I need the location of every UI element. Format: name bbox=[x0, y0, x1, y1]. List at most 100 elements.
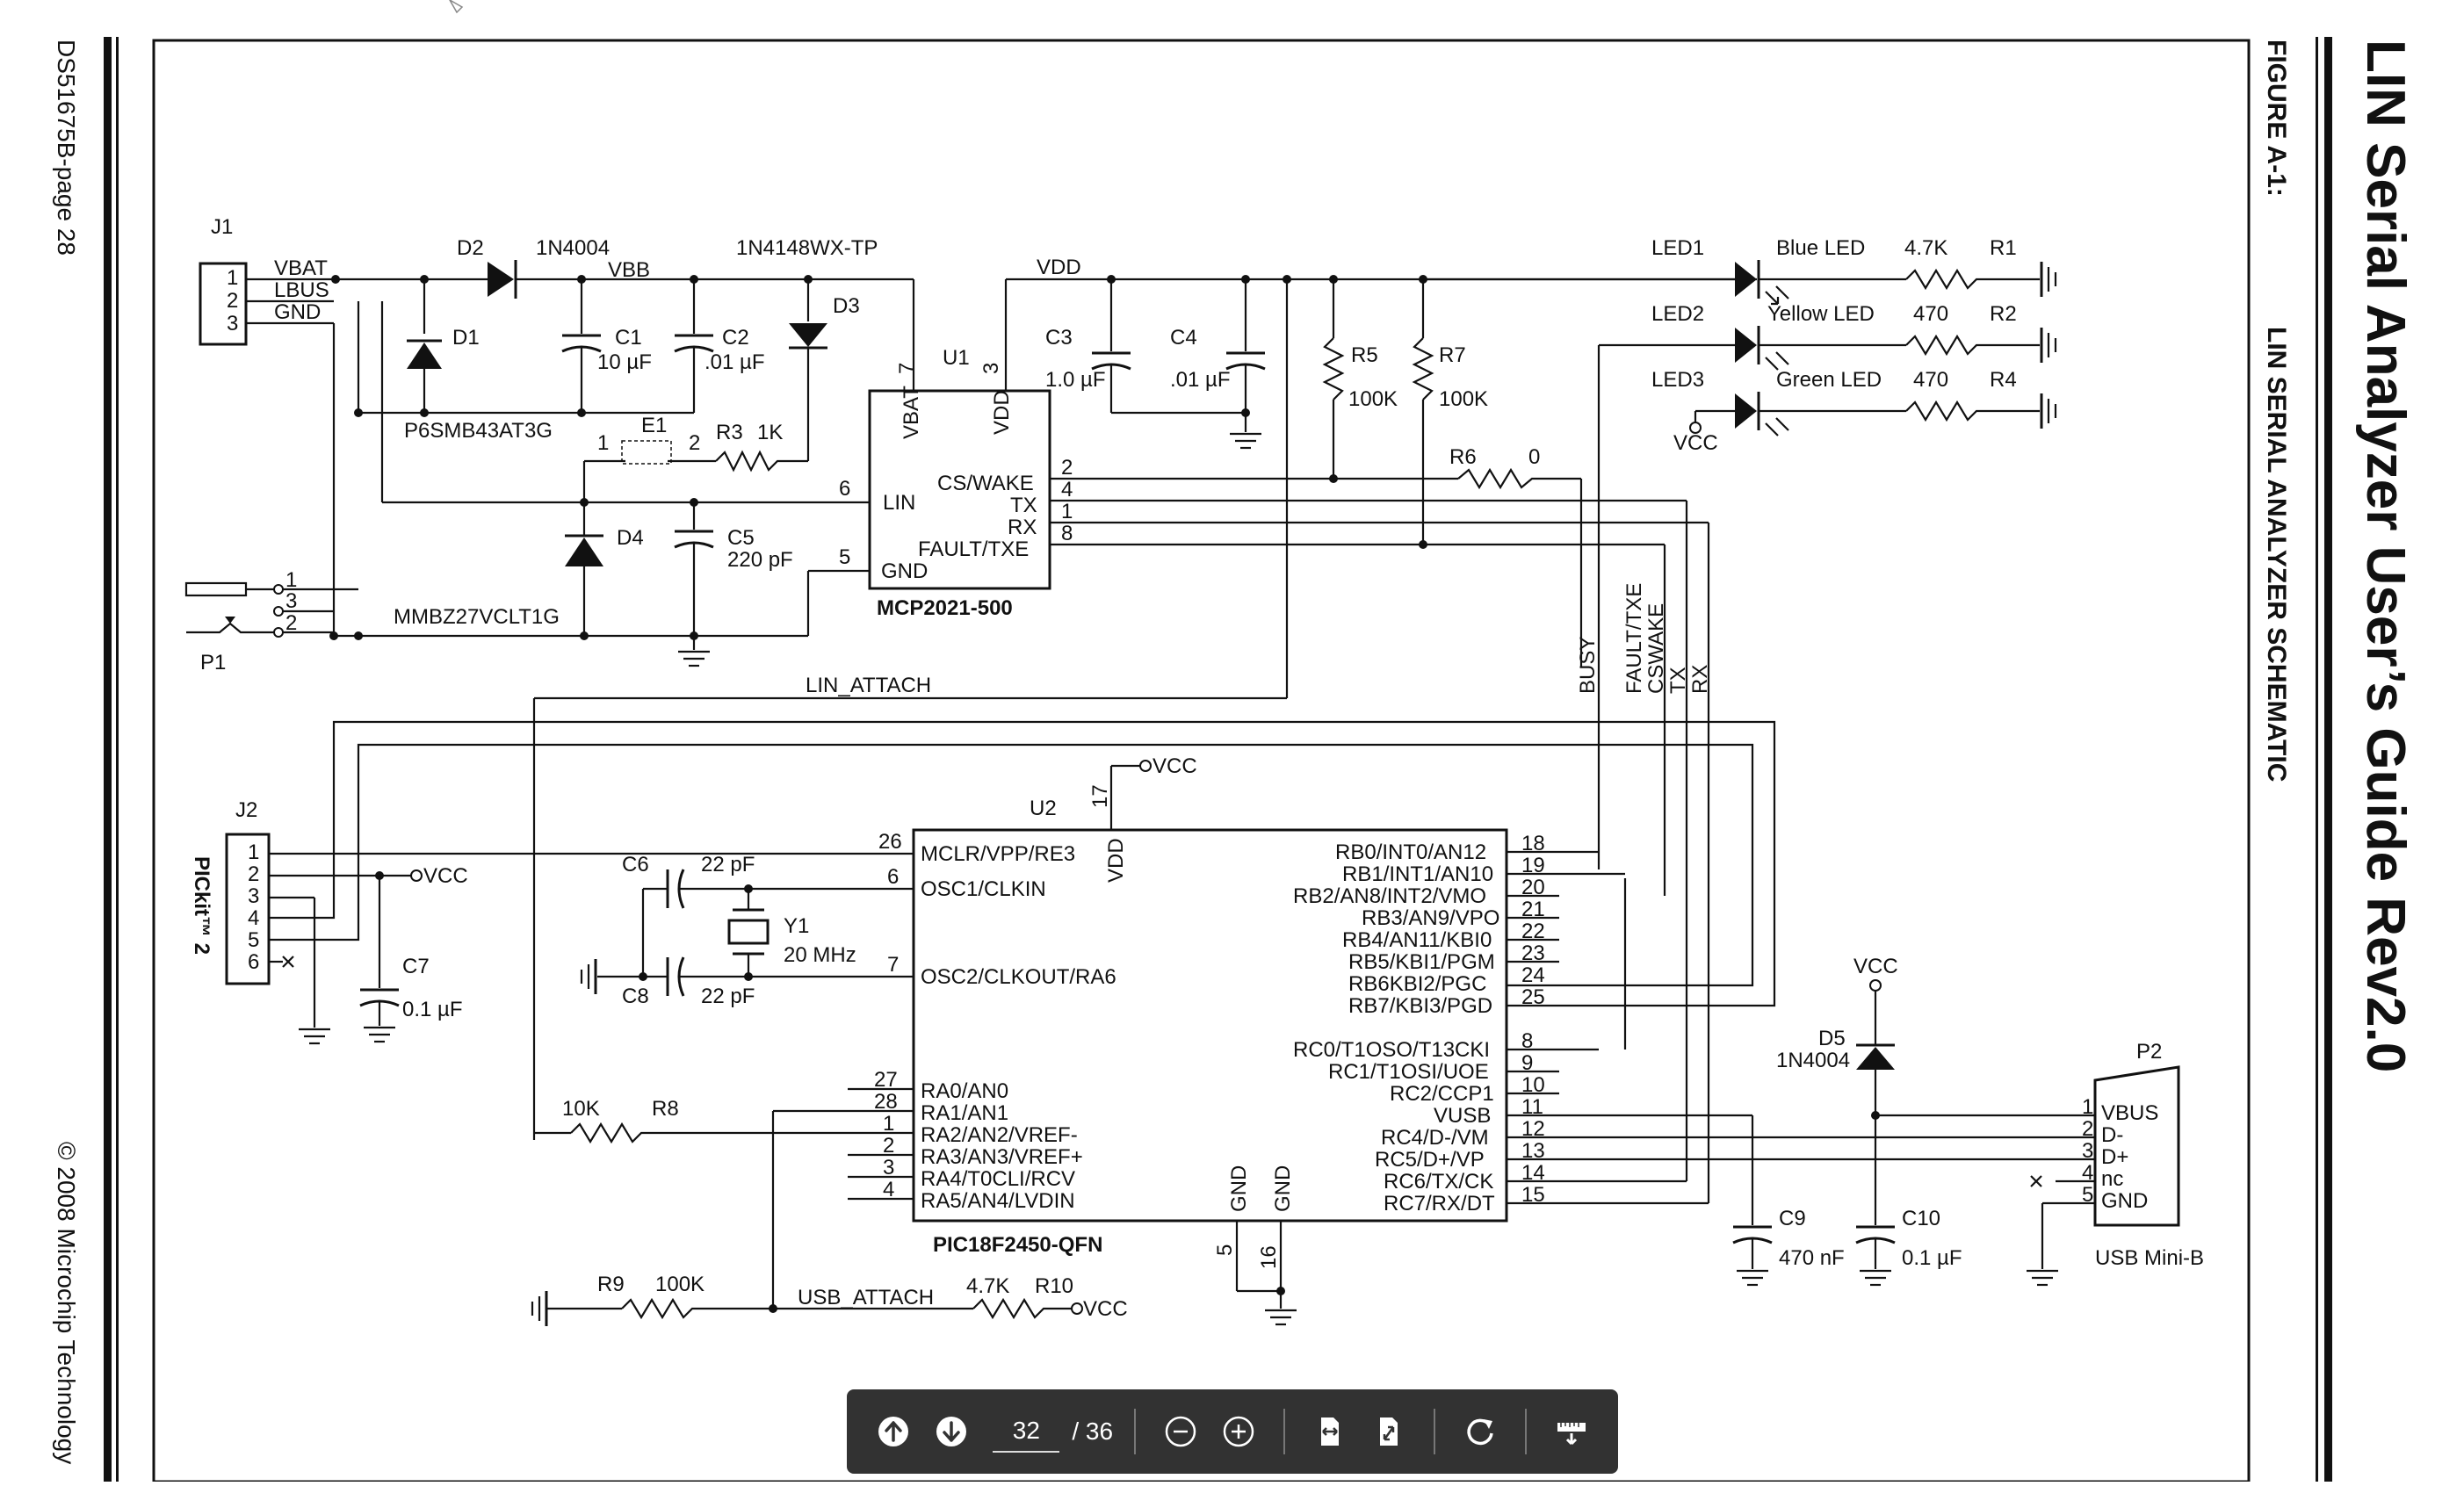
svg-text:20 MHz: 20 MHz bbox=[784, 943, 856, 967]
svg-text:OSC1/CLKIN: OSC1/CLKIN bbox=[921, 877, 1046, 901]
svg-text:6: 6 bbox=[248, 950, 259, 974]
svg-text:3: 3 bbox=[979, 363, 1003, 374]
svg-text:3: 3 bbox=[2082, 1139, 2093, 1163]
zoom-in-button[interactable] bbox=[1215, 1407, 1262, 1456]
svg-text:GND: GND bbox=[1271, 1165, 1295, 1212]
svg-text:RB4/AN11/KBI0: RB4/AN11/KBI0 bbox=[1342, 928, 1492, 952]
zoom-in-icon bbox=[1224, 1416, 1254, 1447]
bus-labels: BUSY FAULT/TXE CSWAKE TX RX bbox=[1576, 583, 1712, 694]
toolbar-divider bbox=[1134, 1409, 1137, 1454]
svg-text:D2: D2 bbox=[457, 236, 484, 260]
r10-resistor: VCC 4.7K R10 bbox=[966, 1274, 1128, 1321]
svg-text:2: 2 bbox=[248, 862, 259, 886]
svg-text:.01 µF: .01 µF bbox=[1170, 368, 1231, 392]
svg-text:1: 1 bbox=[2082, 1095, 2093, 1119]
svg-text:22 pF: 22 pF bbox=[701, 985, 755, 1008]
figure-title: LIN SERIAL ANALYZER SCHEMATIC bbox=[2262, 327, 2291, 782]
svg-text:2: 2 bbox=[285, 611, 297, 635]
svg-text:LED3: LED3 bbox=[1651, 368, 1704, 392]
svg-text:28: 28 bbox=[874, 1090, 898, 1114]
svg-text:C5: C5 bbox=[727, 526, 755, 550]
svg-text:RX: RX bbox=[1008, 516, 1037, 539]
svg-text:1: 1 bbox=[597, 431, 609, 455]
svg-text:U2: U2 bbox=[1030, 797, 1057, 820]
svg-text:3: 3 bbox=[248, 884, 259, 908]
j2-pickit-connector: J2 1 2 3 4 5 6 PICkit™ 2 bbox=[190, 798, 914, 1028]
svg-text:5: 5 bbox=[248, 928, 259, 952]
svg-text:VUSB: VUSB bbox=[1434, 1104, 1491, 1128]
svg-text:D+: D+ bbox=[2101, 1145, 2128, 1169]
svg-text:VCC: VCC bbox=[1083, 1297, 1128, 1321]
svg-text:R8: R8 bbox=[652, 1097, 679, 1121]
svg-text:R4: R4 bbox=[1990, 368, 2017, 392]
oscillator-circuit: C6 22 pF C8 22 pF Y1 20 MHz bbox=[580, 853, 914, 1008]
toolbar-divider bbox=[1524, 1409, 1527, 1454]
page-number-input[interactable] bbox=[993, 1410, 1060, 1453]
svg-text:Yellow LED: Yellow LED bbox=[1767, 302, 1875, 326]
svg-text:VCC: VCC bbox=[1153, 754, 1197, 778]
previous-page-button[interactable] bbox=[870, 1407, 917, 1456]
svg-text:5: 5 bbox=[839, 545, 850, 569]
svg-text:RB2/AN8/INT2/VMO: RB2/AN8/INT2/VMO bbox=[1293, 884, 1486, 908]
svg-text:4: 4 bbox=[1061, 478, 1073, 501]
svg-text:RC4/D-/VM: RC4/D-/VM bbox=[1381, 1126, 1489, 1150]
svg-text:TX: TX bbox=[1666, 667, 1690, 694]
c2-capacitor: C2 .01 µF bbox=[674, 279, 765, 413]
svg-text:26: 26 bbox=[878, 830, 902, 854]
svg-text:RA1/AN1: RA1/AN1 bbox=[921, 1101, 1008, 1125]
svg-text:VCC: VCC bbox=[1853, 955, 1898, 978]
mouse-cursor-icon bbox=[449, 0, 464, 14]
svg-text:U1: U1 bbox=[943, 346, 970, 370]
svg-text:FAULT/TXE: FAULT/TXE bbox=[1622, 583, 1646, 694]
svg-text:0.1 µF: 0.1 µF bbox=[1902, 1246, 1962, 1270]
svg-text:8: 8 bbox=[1521, 1029, 1533, 1053]
svg-text:C2: C2 bbox=[722, 326, 749, 350]
svg-text:2: 2 bbox=[1061, 456, 1073, 480]
svg-text:RB7/KBI3/PGD: RB7/KBI3/PGD bbox=[1348, 994, 1492, 1018]
vcc-label: VCC bbox=[423, 864, 468, 888]
r5-resistor: R5 100K bbox=[1322, 279, 1398, 479]
left-margin-rule-thin bbox=[116, 37, 119, 1482]
svg-text:1K: 1K bbox=[757, 421, 783, 444]
c9-capacitor: C9 470 nF bbox=[1732, 1115, 1845, 1287]
next-page-button[interactable] bbox=[928, 1407, 975, 1456]
fit-page-button[interactable] bbox=[1365, 1407, 1413, 1456]
svg-text:2: 2 bbox=[227, 289, 238, 313]
zoom-out-button[interactable] bbox=[1157, 1407, 1204, 1456]
led1: LED1 Blue LED 4.7K R1 bbox=[1423, 236, 2057, 306]
fit-width-button[interactable] bbox=[1306, 1407, 1354, 1456]
svg-text:3: 3 bbox=[883, 1156, 894, 1179]
vbb-net-label: VBB bbox=[608, 258, 650, 282]
svg-text:RB0/INT0/AN12: RB0/INT0/AN12 bbox=[1335, 840, 1486, 864]
c4-capacitor: C4 .01 µF bbox=[1170, 279, 1266, 432]
r3-resistor: R3 1K bbox=[715, 421, 808, 472]
svg-text:.01 µF: .01 µF bbox=[705, 350, 765, 374]
r7-resistor: R7 100K bbox=[1412, 279, 1488, 545]
d2-diode: D2 1N4004 bbox=[457, 236, 610, 299]
svg-text:D-: D- bbox=[2101, 1123, 2123, 1147]
svg-text:VBAT: VBAT bbox=[274, 256, 328, 280]
svg-text:RC0/T1OSO/T13CKI: RC0/T1OSO/T13CKI bbox=[1293, 1038, 1490, 1062]
rotate-button[interactable] bbox=[1456, 1407, 1504, 1456]
svg-text:8: 8 bbox=[1061, 522, 1073, 545]
svg-text:GND: GND bbox=[2101, 1189, 2148, 1213]
svg-text:25: 25 bbox=[1521, 985, 1545, 1009]
vdd-net-label: VDD bbox=[1037, 256, 1081, 279]
svg-text:MCLR/VPP/RE3: MCLR/VPP/RE3 bbox=[921, 842, 1075, 866]
svg-text:TX: TX bbox=[1010, 494, 1037, 517]
svg-text:4.7K: 4.7K bbox=[966, 1274, 1009, 1298]
arrow-up-circle-icon bbox=[878, 1417, 909, 1446]
svg-text:J2: J2 bbox=[235, 798, 257, 822]
usb-attach-label: USB_ATTACH bbox=[798, 1286, 934, 1309]
ground-symbol bbox=[678, 636, 710, 667]
svg-text:4: 4 bbox=[2082, 1161, 2093, 1185]
svg-text:R7: R7 bbox=[1439, 343, 1466, 367]
right-margin-rule bbox=[2324, 37, 2332, 1482]
svg-text:CS/WAKE: CS/WAKE bbox=[937, 472, 1034, 495]
svg-text:0: 0 bbox=[1528, 445, 1540, 469]
svg-text:24: 24 bbox=[1521, 963, 1545, 987]
more-tools-button[interactable] bbox=[1548, 1407, 1595, 1456]
svg-text:P6SMB43AT3G: P6SMB43AT3G bbox=[404, 419, 553, 443]
svg-text:RC7/RX/DT: RC7/RX/DT bbox=[1384, 1192, 1495, 1215]
